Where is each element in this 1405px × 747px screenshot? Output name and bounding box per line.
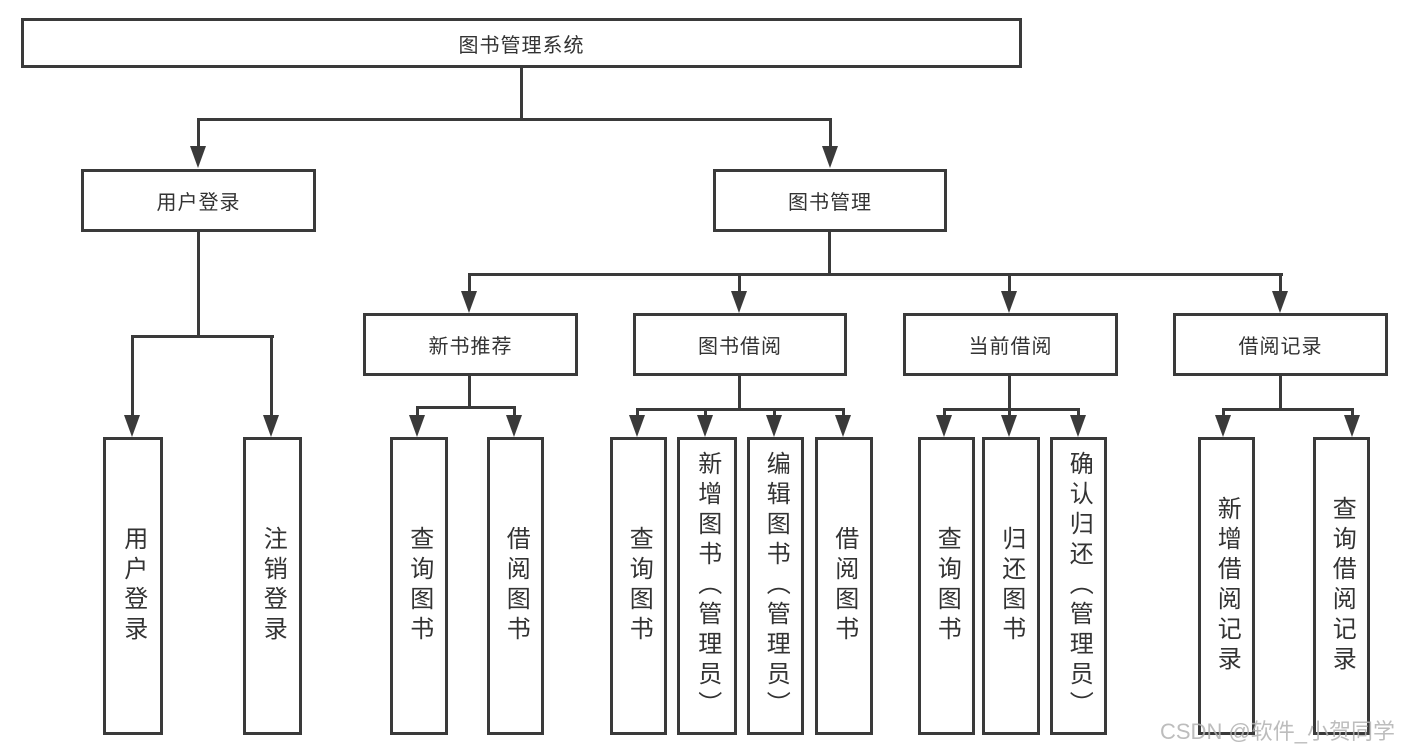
leaf-query-books-current: 查询图书 (918, 437, 975, 735)
leaf-query-books-current-label: 查询图书 (933, 526, 961, 646)
connector-user-login-rail (131, 335, 274, 338)
leaf-confirm-return-admin-label: 确认归还（管理员） (1065, 451, 1093, 721)
arrowhead-edit-book (766, 415, 782, 437)
arrowhead-query2 (629, 415, 645, 437)
arrowhead-confirm-return (1070, 415, 1086, 437)
connector-drop-current-borrow (1008, 273, 1011, 293)
node-current-borrow: 当前借阅 (903, 313, 1118, 376)
connector-drop-book-mgmt (829, 118, 832, 148)
connector-drop-leaf-logout (270, 335, 273, 417)
connector-level3-rail (468, 273, 1283, 276)
arrowhead-return-book (1001, 415, 1017, 437)
leaf-edit-book-admin-label: 编辑图书（管理员） (762, 451, 790, 721)
connector-root-stem (520, 68, 523, 121)
leaf-logout: 注销登录 (243, 437, 302, 735)
leaf-logout-label: 注销登录 (259, 526, 287, 646)
node-root-label: 图书管理系统 (458, 34, 585, 57)
leaf-return-book: 归还图书 (982, 437, 1040, 735)
arrowhead-leaf-login (124, 415, 140, 437)
connector-drop-borrow1 (513, 406, 516, 417)
arrowhead-add-record (1215, 415, 1231, 437)
leaf-borrow-books-2-label: 借阅图书 (830, 526, 858, 646)
node-root-system: 图书管理系统 (21, 18, 1022, 68)
connector-drop-query-record (1351, 408, 1354, 417)
leaf-confirm-return-admin: 确认归还（管理员） (1050, 437, 1107, 735)
leaf-query-books-recommend-label: 查询图书 (405, 526, 433, 646)
leaf-user-login-label: 用户登录 (119, 526, 147, 646)
connector-drop-return-book (1008, 408, 1011, 417)
connector-drop-edit-book (773, 408, 776, 417)
leaf-query-borrow-record-label: 查询借阅记录 (1328, 496, 1356, 676)
arrowhead-add-book (697, 415, 713, 437)
connector-user-login-stem (197, 231, 200, 338)
node-new-book-recommend-label: 新书推荐 (428, 336, 513, 358)
connector-drop-add-record (1222, 408, 1225, 417)
arrowhead-leaf-logout (263, 415, 279, 437)
leaf-borrow-books-recommend: 借阅图书 (487, 437, 544, 735)
connector-book-mgmt-stem (828, 231, 831, 276)
connector-new-rec-rail (416, 406, 516, 409)
connector-current-borrow-stem (1008, 376, 1011, 411)
arrowhead-new-rec (461, 291, 477, 313)
connector-drop-book-borrow (738, 273, 741, 293)
arrowhead-borrow1 (506, 415, 522, 437)
connector-book-borrow-stem (738, 376, 741, 411)
leaf-query-books-borrow: 查询图书 (610, 437, 667, 735)
node-new-book-recommend: 新书推荐 (363, 313, 578, 376)
node-borrow-records: 借阅记录 (1173, 313, 1388, 376)
csdn-watermark: CSDN @软件_小贺同学 (1160, 719, 1396, 744)
connector-drop-new-rec (468, 273, 471, 293)
leaf-borrow-books-2: 借阅图书 (815, 437, 873, 735)
leaf-query-books-borrow-label: 查询图书 (625, 526, 653, 646)
arrowhead-query-record (1344, 415, 1360, 437)
node-book-management-label: 图书管理 (788, 192, 872, 214)
connector-drop-user-login (197, 118, 200, 148)
node-current-borrow-label: 当前借阅 (968, 336, 1053, 358)
arrowhead-borrow-records (1272, 291, 1288, 313)
node-user-login-label: 用户登录 (156, 192, 241, 214)
connector-current-borrow-rail (943, 408, 1080, 411)
connector-drop-query2 (636, 408, 639, 417)
connector-book-borrow-rail (636, 408, 845, 411)
arrowhead-book-borrow (731, 291, 747, 313)
arrowhead-query3 (936, 415, 952, 437)
leaf-query-books-recommend: 查询图书 (390, 437, 448, 735)
leaf-borrow-books-recommend-label: 借阅图书 (502, 526, 530, 646)
node-borrow-records-label: 借阅记录 (1238, 336, 1323, 358)
node-user-login: 用户登录 (81, 169, 316, 232)
leaf-add-book-admin: 新增图书（管理员） (677, 437, 737, 735)
leaf-edit-book-admin: 编辑图书（管理员） (747, 437, 804, 735)
arrowhead-user-login (190, 146, 206, 168)
connector-drop-leaf-login (131, 335, 134, 417)
connector-drop-borrow-records (1279, 273, 1282, 293)
arrowhead-borrow2 (835, 415, 851, 437)
leaf-add-book-admin-label: 新增图书（管理员） (693, 451, 721, 721)
node-book-borrow: 图书借阅 (633, 313, 847, 376)
connector-level2-rail (197, 118, 832, 121)
arrowhead-current-borrow (1001, 291, 1017, 313)
arrowhead-query1 (409, 415, 425, 437)
arrowhead-book-mgmt (822, 146, 838, 168)
connector-borrow-records-stem (1279, 376, 1282, 411)
node-book-management: 图书管理 (713, 169, 947, 232)
leaf-user-login: 用户登录 (103, 437, 163, 735)
connector-new-rec-stem (468, 376, 471, 409)
leaf-add-borrow-record: 新增借阅记录 (1198, 437, 1255, 735)
connector-drop-add-book (704, 408, 707, 417)
connector-drop-query3 (943, 408, 946, 417)
leaf-return-book-label: 归还图书 (997, 526, 1025, 646)
leaf-query-borrow-record: 查询借阅记录 (1313, 437, 1370, 735)
node-book-borrow-label: 图书借阅 (698, 336, 782, 358)
connector-borrow-records-rail (1222, 408, 1354, 411)
connector-drop-confirm-return (1077, 408, 1080, 417)
leaf-add-borrow-record-label: 新增借阅记录 (1213, 496, 1241, 676)
connector-drop-query1 (416, 406, 419, 417)
connector-drop-borrow2 (842, 408, 845, 417)
